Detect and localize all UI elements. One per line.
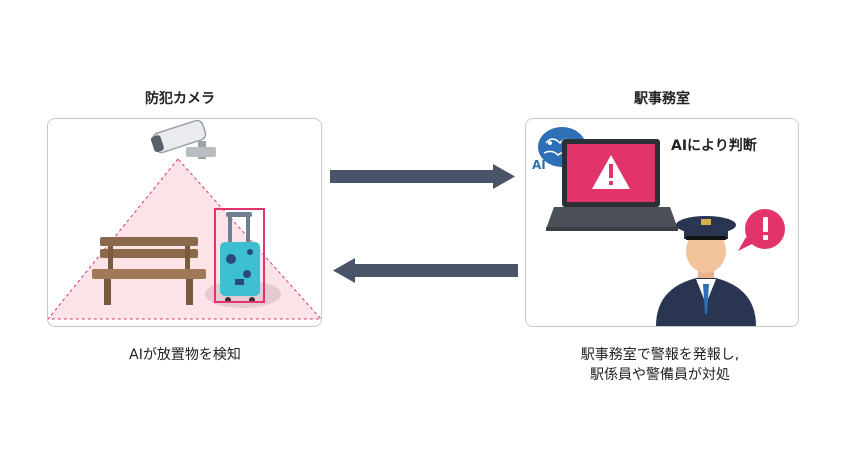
arrow-right-icon (330, 164, 515, 189)
office-panel: AI AIにより判断 (525, 118, 799, 327)
laptop-icon (546, 139, 678, 231)
office-panel-title: 駅事務室 (634, 91, 690, 107)
arrow-left-icon (333, 258, 518, 283)
office-caption-line1: 駅事務室で警報を発報し, (580, 347, 740, 363)
camera-panel-title: 防犯カメラ (145, 91, 215, 107)
office-caption-line2: 駅係員や警備員が対処 (590, 367, 730, 383)
camera-panel (47, 118, 322, 327)
security-camera-icon (150, 119, 216, 159)
alert-bubble-icon (738, 209, 785, 251)
ai-judge-label: AIにより判断 (671, 137, 757, 154)
detection-box (214, 208, 265, 303)
station-staff-icon (656, 216, 756, 326)
ai-badge-label: AI (532, 158, 546, 172)
camera-caption: AIが放置物を検知 (129, 347, 241, 363)
bench-icon (92, 237, 206, 305)
warning-triangle-icon (592, 155, 630, 189)
camera-scene (48, 119, 321, 320)
office-caption: 駅事務室で警報を発報し, 駅係員や警備員が対処 (540, 345, 780, 385)
office-scene: AI AIにより判断 (532, 127, 785, 326)
flow-arrows (330, 164, 518, 283)
